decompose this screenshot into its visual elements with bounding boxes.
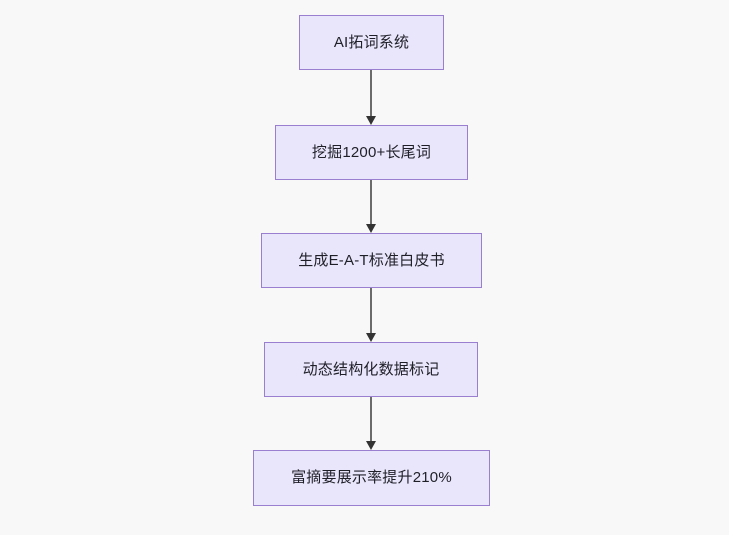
arrowhead-icon [366, 441, 376, 450]
flow-node-5-label: 富摘要展示率提升210% [291, 469, 452, 486]
arrowhead-icon [366, 224, 376, 233]
edge-node2-node3 [366, 180, 376, 233]
flow-node-1[interactable]: AI拓词系统 [299, 15, 444, 70]
arrowhead-icon [366, 116, 376, 125]
flow-node-4[interactable]: 动态结构化数据标记 [264, 342, 478, 397]
flow-node-4-label: 动态结构化数据标记 [302, 360, 440, 378]
flow-node-3-label: 生成E-A-T标准白皮书 [298, 251, 445, 269]
flow-node-2[interactable]: 挖掘1200+长尾词 [275, 125, 468, 180]
arrowhead-icon [366, 333, 376, 342]
flow-node-3[interactable]: 生成E-A-T标准白皮书 [261, 233, 482, 288]
flow-node-1-label: AI拓词系统 [333, 33, 410, 51]
flow-node-5[interactable]: 富摘要展示率提升210% [253, 450, 490, 506]
edge-node4-node5 [366, 397, 376, 450]
edge-node1-node2 [366, 70, 376, 125]
edge-node3-node4 [366, 288, 376, 342]
flow-node-2-label: 挖掘1200+长尾词 [311, 143, 432, 161]
